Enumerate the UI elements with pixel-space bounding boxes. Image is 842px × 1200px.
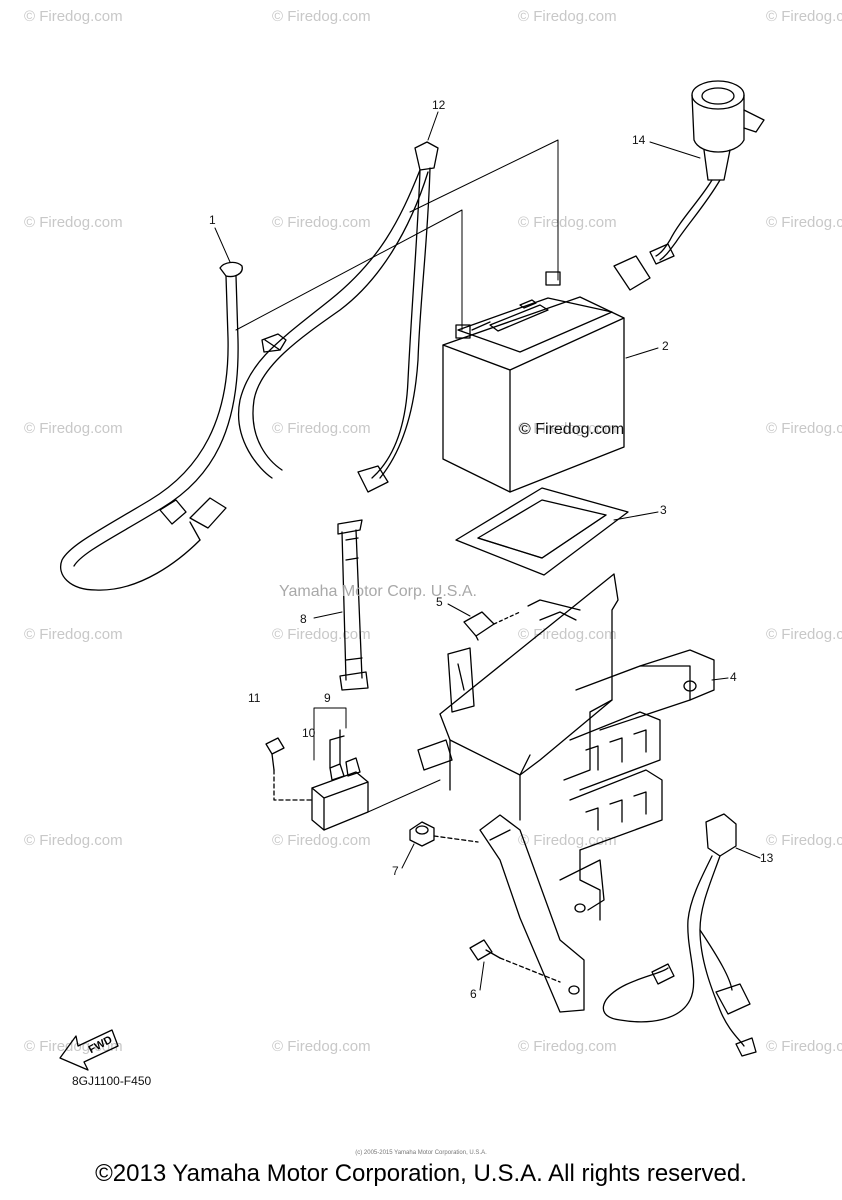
callout-6: 6 [470,987,477,1001]
relay-guide-lines [313,707,441,813]
tiny-copyright: (c) 2005-2015 Yamaha Motor Corporation, … [355,1150,487,1156]
callout-14: 14 [632,133,646,147]
watermark: © Firedog.com [766,626,842,643]
watermark: © Firedog.com [272,832,371,849]
watermark: © Firedog.com [272,626,371,643]
watermark: © Firedog.com [24,420,123,437]
wire-harness-1 [60,261,243,591]
battery [442,271,625,493]
battery-pad [455,487,629,576]
watermark: © Firedog.com [24,8,123,25]
watermark: © Firedog.com [24,832,123,849]
watermark: © Firedog.com [272,214,371,231]
watermark: © Firedog.com [766,832,842,849]
fwd-arrow [59,1029,119,1071]
callout-8: 8 [300,612,307,626]
watermark: © Firedog.com [518,832,617,849]
battery-box [417,573,715,921]
watermark: © Firedog.com [24,626,123,643]
watermark: © Firedog.com [272,1038,371,1055]
callout-12: 12 [432,98,446,112]
watermark: © Firedog.com [518,214,617,231]
watermark: © Firedog.com [24,214,123,231]
watermark: © Firedog.com [766,214,842,231]
watermark: © Firedog.com [766,1038,842,1055]
callout-11: 11 [248,691,261,705]
bolt-11 [265,737,313,801]
pad-5 [463,611,521,641]
callout-13: 13 [760,851,774,865]
center-watermark: Yamaha Motor Corp. U.S.A. [279,583,477,600]
watermark: © Firedog.com [518,8,617,25]
battery-watermark: © Firedog.com [519,421,625,438]
copyright-notice: ©2013 Yamaha Motor Corporation, U.S.A. A… [95,1160,747,1187]
bolt-6 [469,939,561,983]
power-socket [613,80,765,291]
watermark: © Firedog.com [272,420,371,437]
wire-harness-13 [602,813,757,1057]
watermark: © Firedog.com [766,420,842,437]
wire-harness-12 [237,141,439,493]
watermark: © Firedog.com [766,8,842,25]
callout-4: 4 [730,670,737,684]
watermark: © Firedog.com [518,420,617,437]
watermark: © Firedog.com [272,8,371,25]
nut-7 [409,821,479,847]
callout-5: 5 [436,595,443,609]
callout-leaders [214,111,761,991]
callout-9: 9 [324,691,331,705]
battery-band [337,519,369,691]
callout-7: 7 [392,864,399,878]
watermark: © Firedog.com [24,1038,123,1055]
callout-1: 1 [209,213,216,227]
diagram-part-code: 8GJ1100-F450 [72,1074,152,1088]
starter-relay [311,729,369,831]
support-stay [479,814,605,1013]
callout-3: 3 [660,503,667,517]
watermark: © Firedog.com [518,1038,617,1055]
callout-10: 10 [302,726,316,740]
watermark: © Firedog.com [518,626,617,643]
callout-2: 2 [662,339,669,353]
lead-guide-lines [235,139,559,331]
